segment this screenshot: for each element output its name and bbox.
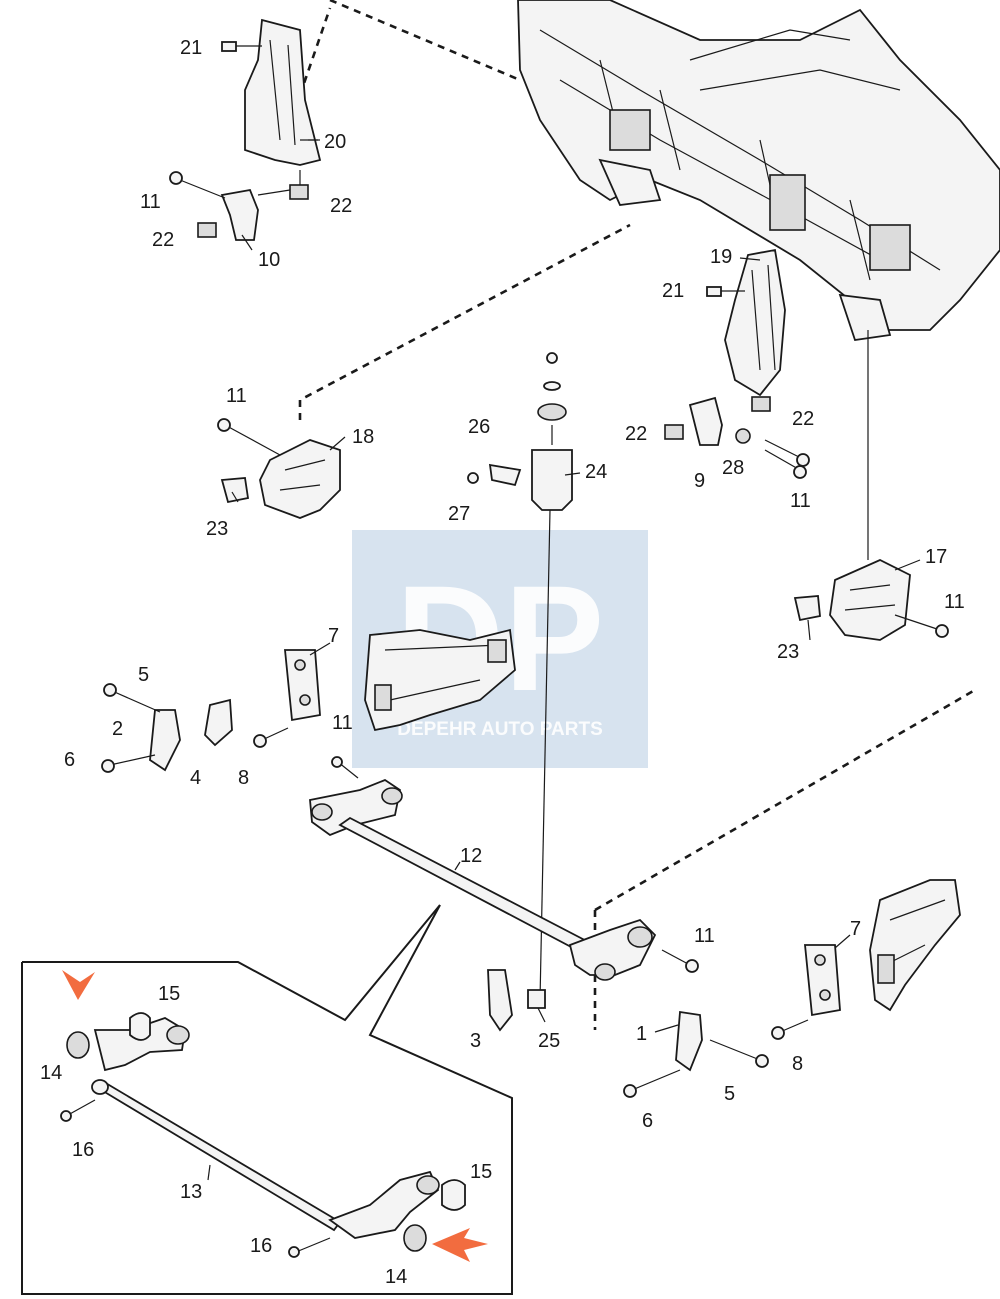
bracket-17 (793, 330, 949, 641)
callout-17: 17 (925, 546, 947, 568)
hub-brackets-left (101, 683, 233, 773)
callout-13: 13 (180, 1181, 202, 1203)
bushing-14-top (66, 1031, 90, 1059)
bushing-15-top (129, 1012, 151, 1041)
callout-18: 18 (352, 426, 374, 448)
callout-22: 22 (330, 195, 352, 217)
arrow-left-icon (432, 1228, 488, 1262)
callout-23: 23 (206, 518, 228, 540)
callout-26: 26 (468, 416, 490, 438)
callout-5: 5 (138, 664, 149, 686)
callout-20: 20 (324, 131, 346, 153)
callout-11: 11 (944, 591, 965, 613)
inset-detail-box (21, 904, 513, 1295)
callout-14: 14 (40, 1062, 62, 1084)
callout-10: 10 (258, 249, 280, 271)
callout-25: 25 (538, 1030, 560, 1052)
callout-5: 5 (724, 1083, 735, 1105)
subframe-mount-left (364, 628, 516, 732)
callout-11: 11 (226, 385, 247, 407)
callout-24: 24 (585, 461, 607, 483)
callout-27: 27 (448, 503, 470, 525)
callout-23: 23 (777, 641, 799, 663)
callout-8: 8 (238, 767, 249, 789)
bracket-9-assembly (664, 396, 810, 479)
callout-6: 6 (642, 1110, 653, 1132)
bracket-3-and-clip-25 (487, 969, 546, 1032)
callout-15: 15 (470, 1161, 492, 1183)
bushing-15-bottom (441, 1179, 466, 1211)
trailing-beam-12 (309, 756, 699, 981)
callout-21: 21 (662, 280, 684, 302)
callout-11: 11 (694, 925, 715, 947)
callout-labels: 21 20 11 22 22 10 19 21 11 18 23 26 27 2… (40, 37, 965, 1288)
callout-14: 14 (385, 1266, 407, 1288)
callout-16: 16 (72, 1139, 94, 1161)
bracket-10-assembly (169, 170, 309, 241)
callout-9: 9 (694, 470, 705, 492)
callout-7: 7 (328, 625, 339, 647)
callout-16: 16 (250, 1235, 272, 1257)
leader-lines (207, 139, 921, 1181)
subframe-mount-right (869, 879, 961, 1012)
bushing-14-bottom (403, 1224, 427, 1252)
callout-15: 15 (158, 983, 180, 1005)
dashed-relation-lines (298, 0, 976, 1030)
callout-3: 3 (470, 1030, 481, 1052)
callout-1: 1 (636, 1023, 647, 1045)
body-crossmember (517, 0, 1000, 341)
callout-6: 6 (64, 749, 75, 771)
callout-22: 22 (625, 423, 647, 445)
hub-brackets-right (623, 944, 841, 1098)
callout-11: 11 (140, 191, 161, 213)
callout-22: 22 (152, 229, 174, 251)
callout-19: 19 (710, 246, 732, 268)
shock-absorber-24 (467, 352, 573, 1001)
arrow-down-icon (62, 970, 95, 1000)
callout-8: 8 (792, 1053, 803, 1075)
callout-12: 12 (460, 845, 482, 867)
callout-11: 11 (332, 712, 353, 734)
bushing-7-left (253, 649, 321, 748)
bolt-21-top (221, 41, 237, 52)
callout-7: 7 (850, 918, 861, 940)
watermark-text: DEPEHR AUTO PARTS (397, 719, 603, 740)
highlight-arrows (62, 970, 488, 1262)
callout-21: 21 (180, 37, 202, 59)
callout-4: 4 (190, 767, 201, 789)
callout-11: 11 (790, 490, 811, 512)
bracket-19 (706, 248, 786, 412)
callout-2: 2 (112, 718, 123, 740)
callout-28: 28 (722, 457, 744, 479)
bracket-18 (217, 418, 341, 519)
bracket-20 (221, 18, 322, 166)
callout-22: 22 (792, 408, 814, 430)
